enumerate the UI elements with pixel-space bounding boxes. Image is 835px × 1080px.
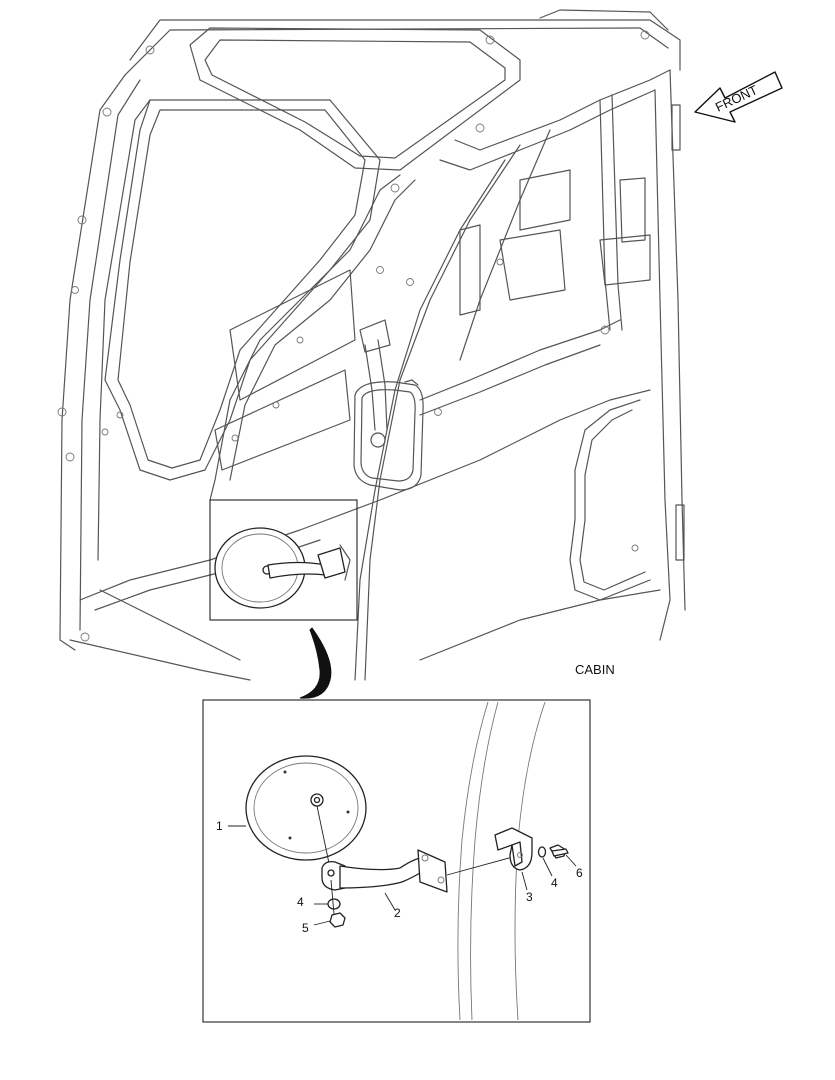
overview-inset — [209, 499, 358, 621]
assembly-line — [446, 854, 521, 876]
mirror-part — [245, 755, 367, 861]
callout-4-left: 4 — [297, 895, 304, 909]
detail-pillar — [457, 701, 546, 1021]
callout-5: 5 — [302, 921, 309, 935]
cabin-label: CABIN — [575, 662, 615, 677]
installed-mirror — [353, 319, 424, 491]
detail-frame — [202, 699, 591, 1023]
callout-3: 3 — [526, 890, 533, 904]
bolt-part — [549, 844, 569, 859]
front-label: FRONT — [713, 82, 760, 115]
nut-part — [329, 912, 346, 928]
stay-part — [316, 805, 448, 893]
callout-6: 6 — [576, 866, 583, 880]
callout-1: 1 — [216, 819, 223, 833]
detail-pointer-arrow — [299, 627, 332, 699]
callout-leaders — [228, 825, 577, 926]
callout-2: 2 — [394, 906, 401, 920]
callout-4-right: 4 — [551, 876, 558, 890]
front-direction-arrow: FRONT — [694, 71, 783, 123]
cabin-frame — [57, 9, 686, 681]
washer-right-part — [537, 846, 547, 858]
bracket-part — [494, 827, 533, 871]
washer-left-part — [327, 898, 341, 910]
